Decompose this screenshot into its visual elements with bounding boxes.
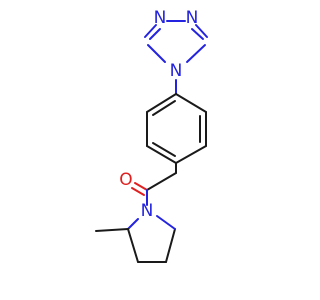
pyrrolidine-ring [127,215,176,263]
bond-n1-c5-double [144,24,157,38]
bond-ch2-carbonyl [146,172,177,191]
bond-c3-n4 [186,44,206,63]
bond-ph1-ph2 [175,93,207,113]
bond-c5-n4 [147,44,166,63]
bond-c2-c3 [127,228,139,263]
bond-carbonyl-o-1 [134,182,148,191]
bond-ph6-ph1-inner [152,100,176,116]
bond-carbonyl-o-2 [131,187,145,196]
bond-c2-methyl [95,228,129,232]
bond-n-c2 [127,218,139,230]
atom-label-n-triazole-2: N [186,8,199,28]
bond-c4-c5 [165,228,176,263]
phenyl-ring [146,93,207,164]
atom-label-n-triazole-4: N [170,61,183,81]
bond-n2-c3-double [195,24,208,38]
bond-ph6-ph1 [146,93,177,113]
bond-ph4-ph5 [146,145,177,164]
bond-ph4-ph5-inner [152,142,176,157]
atom-label-n-triazole-1: N [154,8,167,28]
bond-ph3-ph4 [175,145,207,164]
triazole-ring [144,20,208,63]
atom-label-o-carbonyl: O [119,170,132,190]
molecule-structure-diagram: N N N O N [95,8,208,263]
atom-label-n-pyrrolidine: N [141,201,154,221]
bond-n2-c3 [191,28,204,40]
bond-n1-c5 [149,28,161,40]
bond-c5-n [156,215,176,230]
